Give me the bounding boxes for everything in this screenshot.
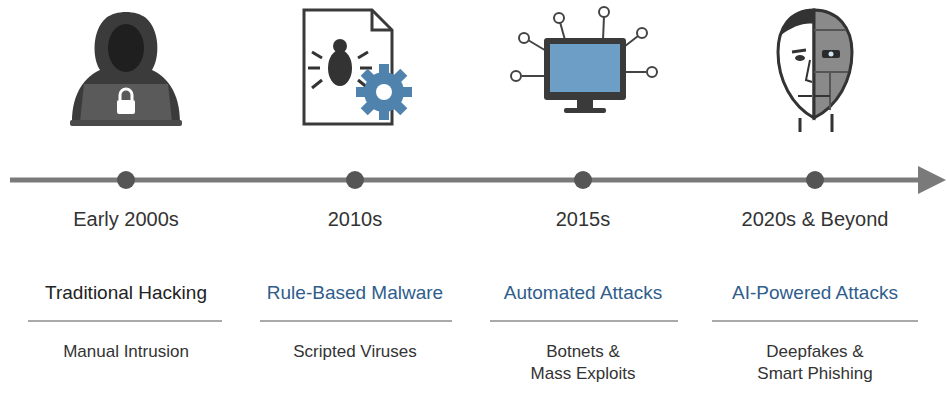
timeline-dot <box>806 171 824 189</box>
timeline-dot <box>346 171 364 189</box>
category-title: AI-Powered Attacks <box>732 281 898 306</box>
period-label: 2015s <box>556 206 611 232</box>
timeline-line <box>10 178 922 183</box>
ai-face-icon <box>778 10 852 132</box>
title-underline <box>28 320 222 322</box>
network-monitor-icon <box>511 7 657 113</box>
period-label: Early 2000s <box>73 206 179 232</box>
title-underline <box>712 320 918 322</box>
title-underline <box>260 320 452 322</box>
category-title: Rule-Based Malware <box>267 281 443 306</box>
category-description: Deepfakes & Smart Phishing <box>750 341 881 385</box>
malware-document-icon <box>304 10 412 124</box>
category-description: Manual Intrusion <box>63 341 189 363</box>
category-title: Traditional Hacking <box>45 281 207 306</box>
period-label: 2010s <box>328 206 383 232</box>
timeline-dot <box>574 171 592 189</box>
timeline-dot <box>117 171 135 189</box>
category-title: Automated Attacks <box>504 281 662 306</box>
period-label: 2020s & Beyond <box>742 206 889 232</box>
title-underline <box>490 320 678 322</box>
category-description: Botnets & Mass Exploits <box>528 341 638 385</box>
category-description: Scripted Viruses <box>293 341 416 363</box>
timeline-arrowhead <box>918 166 946 194</box>
hacker-icon <box>70 12 182 126</box>
